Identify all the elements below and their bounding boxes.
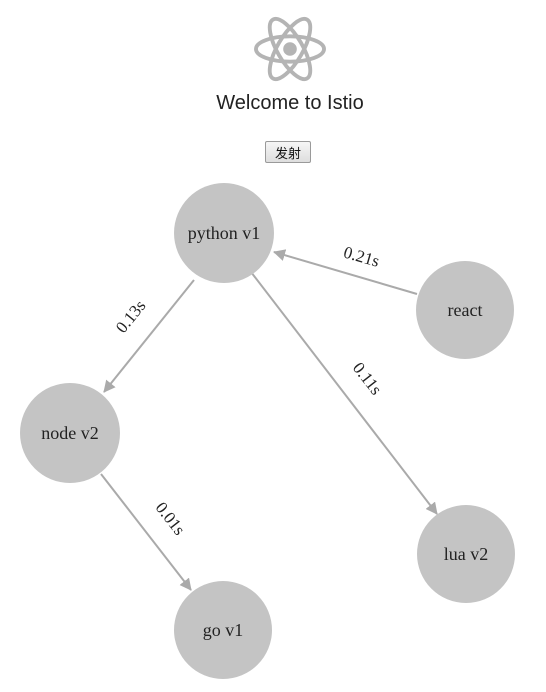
edge-node-go (100, 473, 192, 591)
node-python[interactable]: python v1 (174, 183, 274, 283)
graph-nodes: python v1 react node v2 lua v2 go v1 (20, 183, 515, 679)
node-react[interactable]: react (416, 261, 514, 359)
graph-edge-labels: 0.21s 0.13s 0.11s 0.01s (112, 243, 386, 539)
node-label-go: go v1 (203, 620, 244, 640)
edge-python-lua (250, 271, 438, 515)
node-lua[interactable]: lua v2 (417, 505, 515, 603)
node-label-node: node v2 (41, 423, 99, 443)
node-label-react: react (448, 300, 483, 320)
node-node[interactable]: node v2 (20, 383, 120, 483)
edge-label-node-go: 0.01s (152, 498, 189, 538)
node-go[interactable]: go v1 (174, 581, 272, 679)
fire-button[interactable]: 发射 (265, 141, 311, 163)
react-atom-icon (254, 16, 326, 82)
edge-react-python (273, 249, 418, 295)
edge-label-python-node: 0.13s (112, 296, 150, 336)
node-label-lua: lua v2 (444, 544, 489, 564)
graph-edges (100, 249, 438, 591)
page-title: Welcome to Istio (216, 92, 364, 114)
edge-label-python-lua: 0.11s (349, 359, 386, 399)
edge-label-react-python: 0.21s (341, 243, 381, 271)
node-label-python: python v1 (188, 223, 261, 243)
edge-python-node (103, 279, 195, 393)
